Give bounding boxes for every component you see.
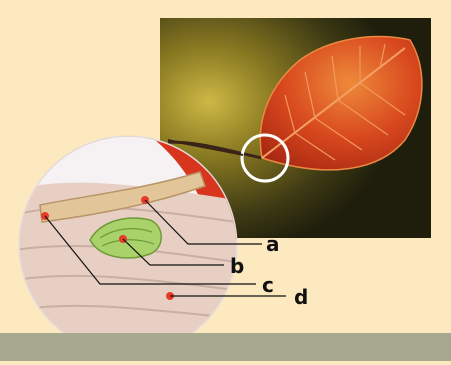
- label-d: d: [294, 285, 308, 309]
- label-a: a: [266, 232, 280, 256]
- label-c: c: [262, 273, 274, 297]
- label-b: b: [230, 254, 244, 278]
- bottom-bar: [0, 333, 451, 361]
